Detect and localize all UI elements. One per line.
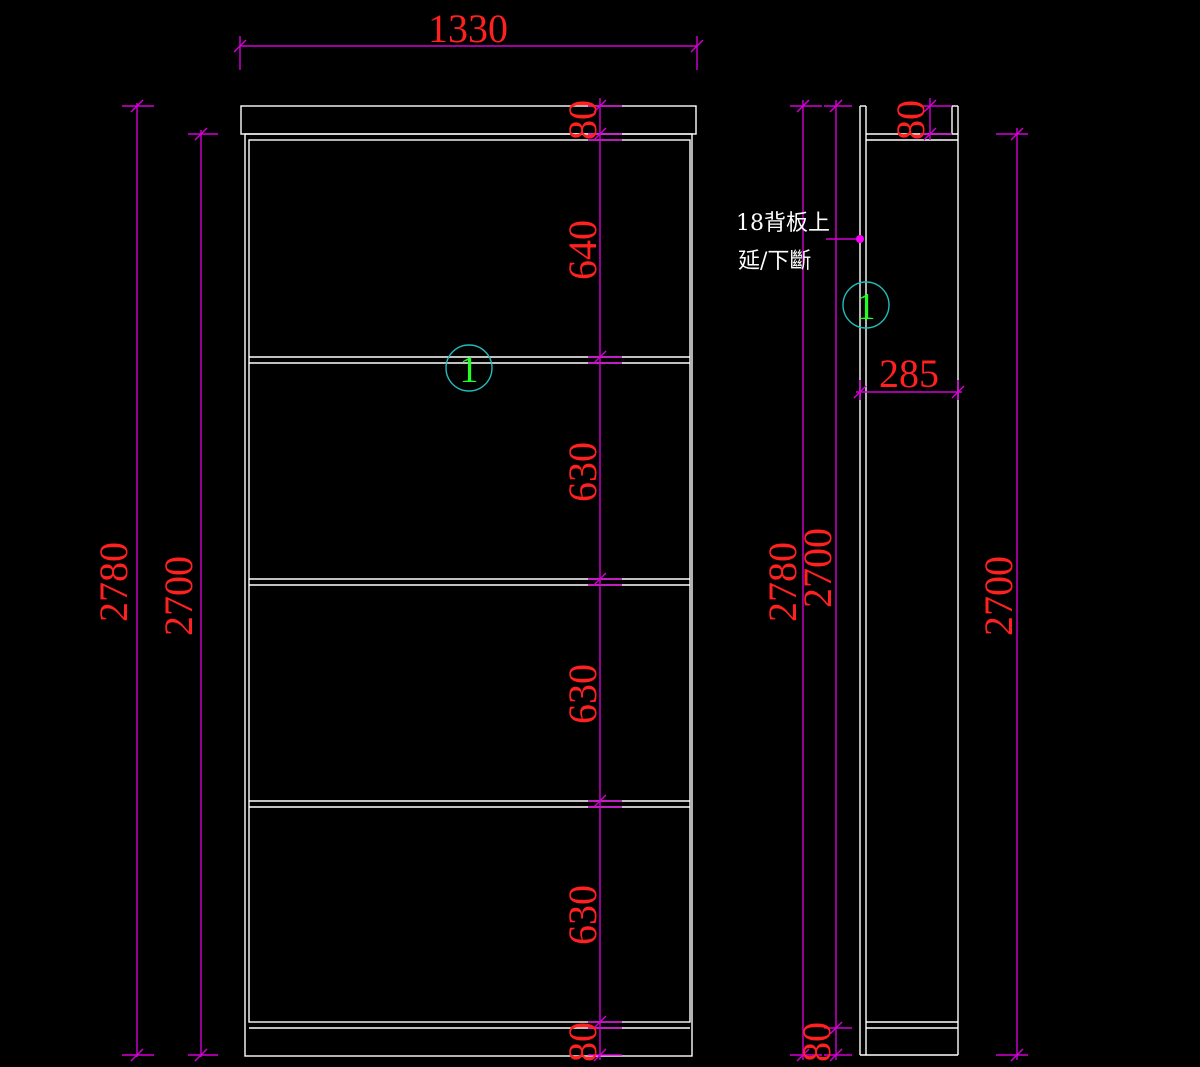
front-cabinet-body (244, 133, 693, 1057)
side-bottom-offset-label: 80 (794, 1022, 839, 1062)
segment-tick-4 (593, 794, 607, 808)
side-overall-height-label: 2780 (760, 542, 805, 622)
segment-label-3: 630 (560, 664, 605, 724)
left-2700-tick-top (194, 127, 208, 141)
segment-tick-6 (593, 1048, 607, 1062)
left-2700-tick-bottom (194, 1048, 208, 1062)
front-part-balloon: 1 (445, 344, 493, 392)
left-2780-tick-top (130, 99, 144, 113)
side-2780-tick-bottom (796, 1048, 810, 1062)
front-dimension-lines (122, 36, 704, 1062)
side-top-offset-label: 80 (888, 100, 933, 140)
front-balloon-circle (445, 344, 493, 392)
side-part-balloon: 1 (842, 281, 890, 329)
side-right-height-label: 2700 (976, 556, 1021, 636)
segment-tick-3 (593, 572, 607, 586)
side-balloon-number: 1 (857, 286, 876, 328)
back-panel-note-line1: 18背板上 (736, 211, 830, 236)
side-inner-height-label: 2700 (795, 528, 840, 608)
side-2700-tick-bottom (829, 1048, 843, 1062)
front-inner-frame (248, 139, 691, 1023)
side-balloon-circle (842, 281, 890, 329)
front-overall-height-label: 2780 (91, 542, 136, 622)
segment-tick-0 (593, 99, 607, 113)
side-right-2700-tick-bottom (1010, 1048, 1024, 1062)
side-depth-tick-right (951, 385, 965, 399)
back-panel-note-line2: 延/下斷 (738, 249, 811, 274)
note-leader-dot (856, 235, 864, 243)
front-balloon-number: 1 (460, 349, 479, 391)
side-dimension-lines (790, 98, 1028, 1062)
segment-tick-1 (593, 127, 607, 141)
front-width-label: 1330 (428, 6, 508, 51)
segment-tick-5 (593, 1015, 607, 1029)
segment-label-2: 630 (560, 442, 605, 502)
side-top-80-tick-bottom (923, 127, 937, 141)
segment-label-4: 630 (560, 885, 605, 945)
side-2700-tick-mid (829, 1021, 843, 1035)
segment-label-bottom: 80 (560, 1022, 605, 1062)
side-depth-label: 285 (879, 351, 939, 396)
segment-label-top: 80 (560, 100, 605, 140)
side-2700-tick-top (829, 99, 843, 113)
segment-label-1: 640 (560, 220, 605, 280)
width-tick-left (233, 39, 247, 53)
left-2780-tick-bottom (130, 1048, 144, 1062)
side-view (859, 105, 959, 1056)
side-right-2700-tick-top (1010, 127, 1024, 141)
side-top-80-tick-top (923, 99, 937, 113)
side-2780-tick-top (796, 99, 810, 113)
side-depth-tick-left (853, 385, 867, 399)
width-tick-right (690, 39, 704, 53)
front-inner-height-label: 2700 (156, 556, 201, 636)
segment-tick-2 (593, 350, 607, 364)
